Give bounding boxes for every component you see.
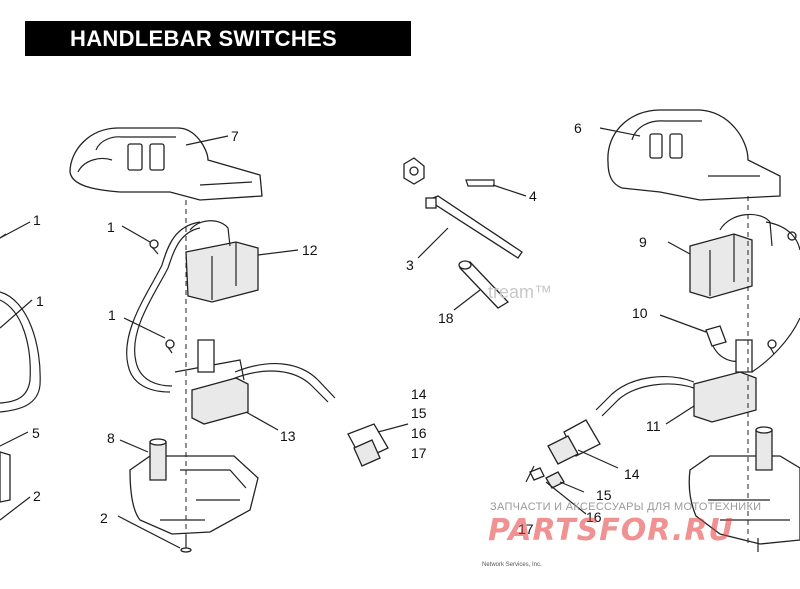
retainer-part-4 — [465, 179, 495, 187]
callout-10: 10 — [632, 305, 648, 321]
watermark-caption: ЗАПЧАСТИ И АКСЕССУАРЫ ДЛЯ МОТОТЕХНИКИ — [490, 501, 761, 513]
callout-16-right: 16 — [586, 509, 602, 525]
sleeve-18 — [458, 260, 510, 309]
callout-14-right: 14 — [624, 466, 640, 482]
callout-2-far-left: 2 — [33, 488, 41, 504]
callout-12: 12 — [302, 242, 318, 258]
left-edge-partial-assembly — [0, 233, 41, 503]
right-switch-assembly — [525, 109, 800, 552]
callout-3: 3 — [406, 257, 414, 273]
diagram-title-bar: HANDLEBAR SWITCHES — [25, 21, 411, 56]
callout-labels: 1 1 5 2 7 1 12 1 13 8 2 14 15 16 17 4 3 … — [32, 120, 661, 537]
callout-15-right: 15 — [596, 487, 612, 503]
callout-18: 18 — [438, 310, 454, 326]
watermark-tream: tream™ — [488, 282, 552, 302]
callout-1-left-lower: 1 — [108, 307, 116, 323]
callout-4: 4 — [529, 188, 537, 204]
callout-7: 7 — [231, 128, 239, 144]
switch-assembly-11 — [693, 371, 757, 423]
part-10 — [705, 325, 727, 347]
screw-1-right — [767, 339, 777, 355]
credit-line: Network Services, Inc. — [482, 562, 542, 568]
callout-5: 5 — [32, 425, 40, 441]
callout-11: 11 — [646, 418, 661, 434]
callout-1-far-left-lower: 1 — [36, 293, 44, 309]
callout-17-left: 17 — [411, 445, 427, 461]
lower-switch-housing-left — [129, 455, 259, 535]
left-switch-assembly — [69, 127, 389, 553]
screw-1-upper — [149, 239, 159, 255]
callout-13: 13 — [280, 428, 296, 444]
screw-1-right-upper — [787, 231, 797, 241]
callout-2-left: 2 — [100, 510, 108, 526]
switch-assembly-13 — [191, 377, 249, 425]
upper-switch-housing-right — [607, 109, 781, 201]
callout-14-left: 14 — [411, 386, 427, 402]
callout-1-far-left-upper: 1 — [33, 212, 41, 228]
callout-9: 9 — [639, 234, 647, 250]
screw-2 — [180, 535, 192, 553]
clip-part — [403, 157, 425, 185]
center-small-parts — [403, 157, 523, 309]
switch-assembly-9 — [689, 233, 753, 299]
watermark-site: PARTSFOR.RU — [488, 513, 734, 548]
callout-16-left: 16 — [411, 425, 427, 441]
callout-6: 6 — [574, 120, 582, 136]
upper-switch-housing-left — [69, 127, 263, 201]
cable-tie-3 — [425, 195, 523, 259]
switch-assembly-12 — [185, 241, 259, 303]
diagram-title: HANDLEBAR SWITCHES — [70, 25, 337, 51]
screw-1-lower — [165, 339, 175, 354]
callout-1-left-upper: 1 — [107, 219, 115, 235]
leader-lines — [0, 127, 707, 549]
callout-17-right: 17 — [518, 521, 534, 537]
callout-8: 8 — [107, 430, 115, 446]
callout-15-left: 15 — [411, 405, 427, 421]
